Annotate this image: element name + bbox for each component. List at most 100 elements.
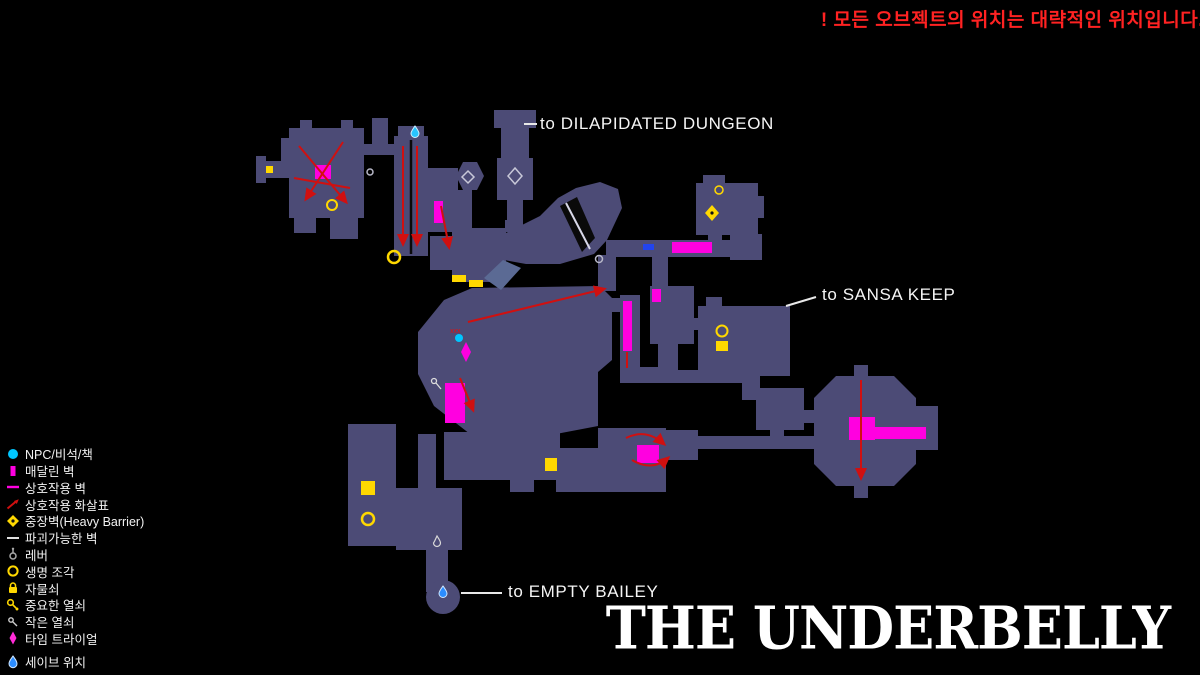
map-room-central [418,286,612,434]
legend-item-breakable-wall: 파괴가능한 벽 [5,530,144,547]
major-key-icon [5,597,21,613]
map-room [854,486,868,498]
legend: NPC/비석/책 매달린 벽 상호작용 벽 상호작용 화살표 중장벽(Heavy… [5,447,144,672]
small-key-marker [430,377,438,385]
legend-label: 중장벽(Heavy Barrier) [25,515,145,530]
legend-label: 상호작용 벽 [25,481,86,496]
legend-item-save-point: 세이브 위치 [5,654,144,671]
map-room [458,190,472,230]
map-room [658,340,678,376]
save-point-marker [410,125,420,138]
yellow-markers [266,166,729,527]
small-key-marker [435,382,442,390]
map-room [504,182,622,264]
map-room [598,255,616,291]
map-room-hexagon [456,162,484,190]
heavy-barrier-icon [5,513,21,529]
interact-arrow [625,432,667,446]
interact-arrow [459,377,475,413]
breakable-wall-icon [5,530,21,546]
legend-label: 자물쇠 [25,582,60,597]
map-room [706,297,722,308]
legend-label: 파괴가능한 벽 [25,532,98,547]
label-lines [461,123,817,594]
blue-markers [410,125,654,598]
life-piece-marker [714,185,724,195]
map-room [363,144,397,155]
hanging-wall-icon [5,463,21,479]
slope-platform [484,260,521,290]
heavy-barrier-dot [710,211,714,215]
map-room [444,432,560,480]
legend-item-small-key: 작은 열쇠 [5,614,144,631]
map-room [854,365,868,378]
interact-arrow [631,456,671,470]
legend-item-npc: NPC/비석/책 [5,446,144,462]
chute-line [565,202,591,250]
lever-marker [366,168,374,176]
interact-wall-marker [434,201,443,223]
npc-marker [643,244,654,250]
map-room [756,388,804,430]
lever-marker [594,254,604,264]
map-rooms [256,110,938,614]
warning-text: ! 모든 오브젝트의 위치는 대략적인 위치입니다. [820,10,1200,31]
interact-wall-icon [5,479,21,495]
map-room [708,233,722,243]
legend-label: 세이브 위치 [25,656,86,671]
map-title: THE UNDERBELLY [605,592,1171,663]
exit-label-sansa-keep: to SANSA KEEP [822,285,956,304]
save-point-icon [5,654,21,670]
save-outline-marker [432,534,442,548]
map-room [703,175,725,185]
life-piece-marker [715,324,729,338]
interact-wall-marker [652,289,661,302]
legend-label: 작은 열쇠 [25,616,75,631]
map-room [694,436,816,449]
npc-marker [455,334,463,342]
legend-item-lever: 레버 [5,546,144,563]
interact-wall-marker [623,301,632,351]
interact-arrow-markers [293,141,867,481]
lock-marker [716,341,728,351]
life-piece-marker [326,199,338,211]
npc-dot-icon [5,446,21,462]
map-room [497,158,533,200]
life-piece-marker [360,511,376,527]
map-room [556,448,600,492]
legend-item-hanging-wall: 매달린 벽 [5,463,144,480]
legend-item-major-key: 중요한 열쇠 [5,597,144,614]
interact-arrow [467,285,607,323]
map-room [696,183,758,235]
heavy-barrier-marker [361,481,375,495]
life-piece-icon [5,563,21,579]
interact-wall-marker [445,383,465,423]
heavy-barrier-marker [452,275,466,282]
map-room [372,118,388,146]
exit-label-dilapidated-dungeon: to DILAPIDATED DUNGEON [540,114,774,133]
map-room [652,255,668,289]
legend-item-life-piece: 생명 조각 [5,563,144,580]
life-piece-marker [386,249,402,265]
legend-label: 매달린 벽 [25,465,75,480]
legend-item-interact-arrow: 상호작용 화살표 [5,497,144,513]
legend-label: 중요한 열쇠 [25,599,86,614]
diamond-glyph [460,169,476,185]
interact-wall-marker [874,427,926,439]
small-key-icon [5,614,21,630]
legend-item-heavy-barrier: 중장벽(Heavy Barrier) [5,513,145,530]
map-room [770,426,784,438]
time-trial-marker [461,342,471,362]
map-room [664,430,698,460]
interact-wall-marker [637,445,659,463]
interact-arrow [440,205,453,250]
legend-item-lock: 자물쇠 [5,581,144,597]
exit-label-empty-bailey: to EMPTY BAILEY [508,582,659,601]
map-room [501,112,529,166]
grey-markers [366,166,604,548]
map-room [606,298,624,312]
lever-icon [5,546,21,562]
map-room [507,198,523,222]
